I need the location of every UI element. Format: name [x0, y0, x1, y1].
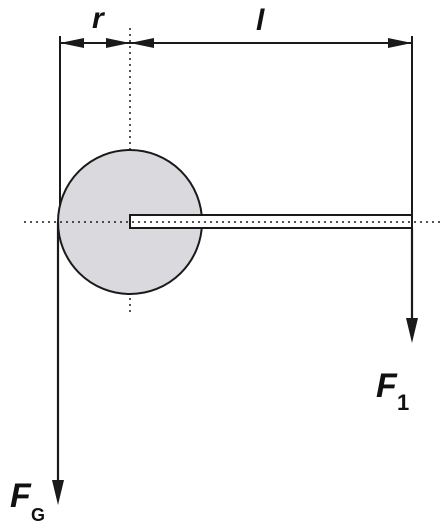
label-f1-subscript: 1: [397, 390, 409, 415]
label-fg: F: [10, 477, 32, 515]
label-r: r: [92, 2, 106, 35]
force-arrow-fg: [52, 222, 64, 505]
label-fg-subscript: G: [31, 505, 45, 525]
dimension-l: [130, 36, 413, 215]
label-l: l: [256, 4, 265, 37]
label-f1: F: [376, 367, 398, 405]
force-arrow-f1: [406, 228, 418, 343]
dimension-r: [59, 36, 130, 215]
